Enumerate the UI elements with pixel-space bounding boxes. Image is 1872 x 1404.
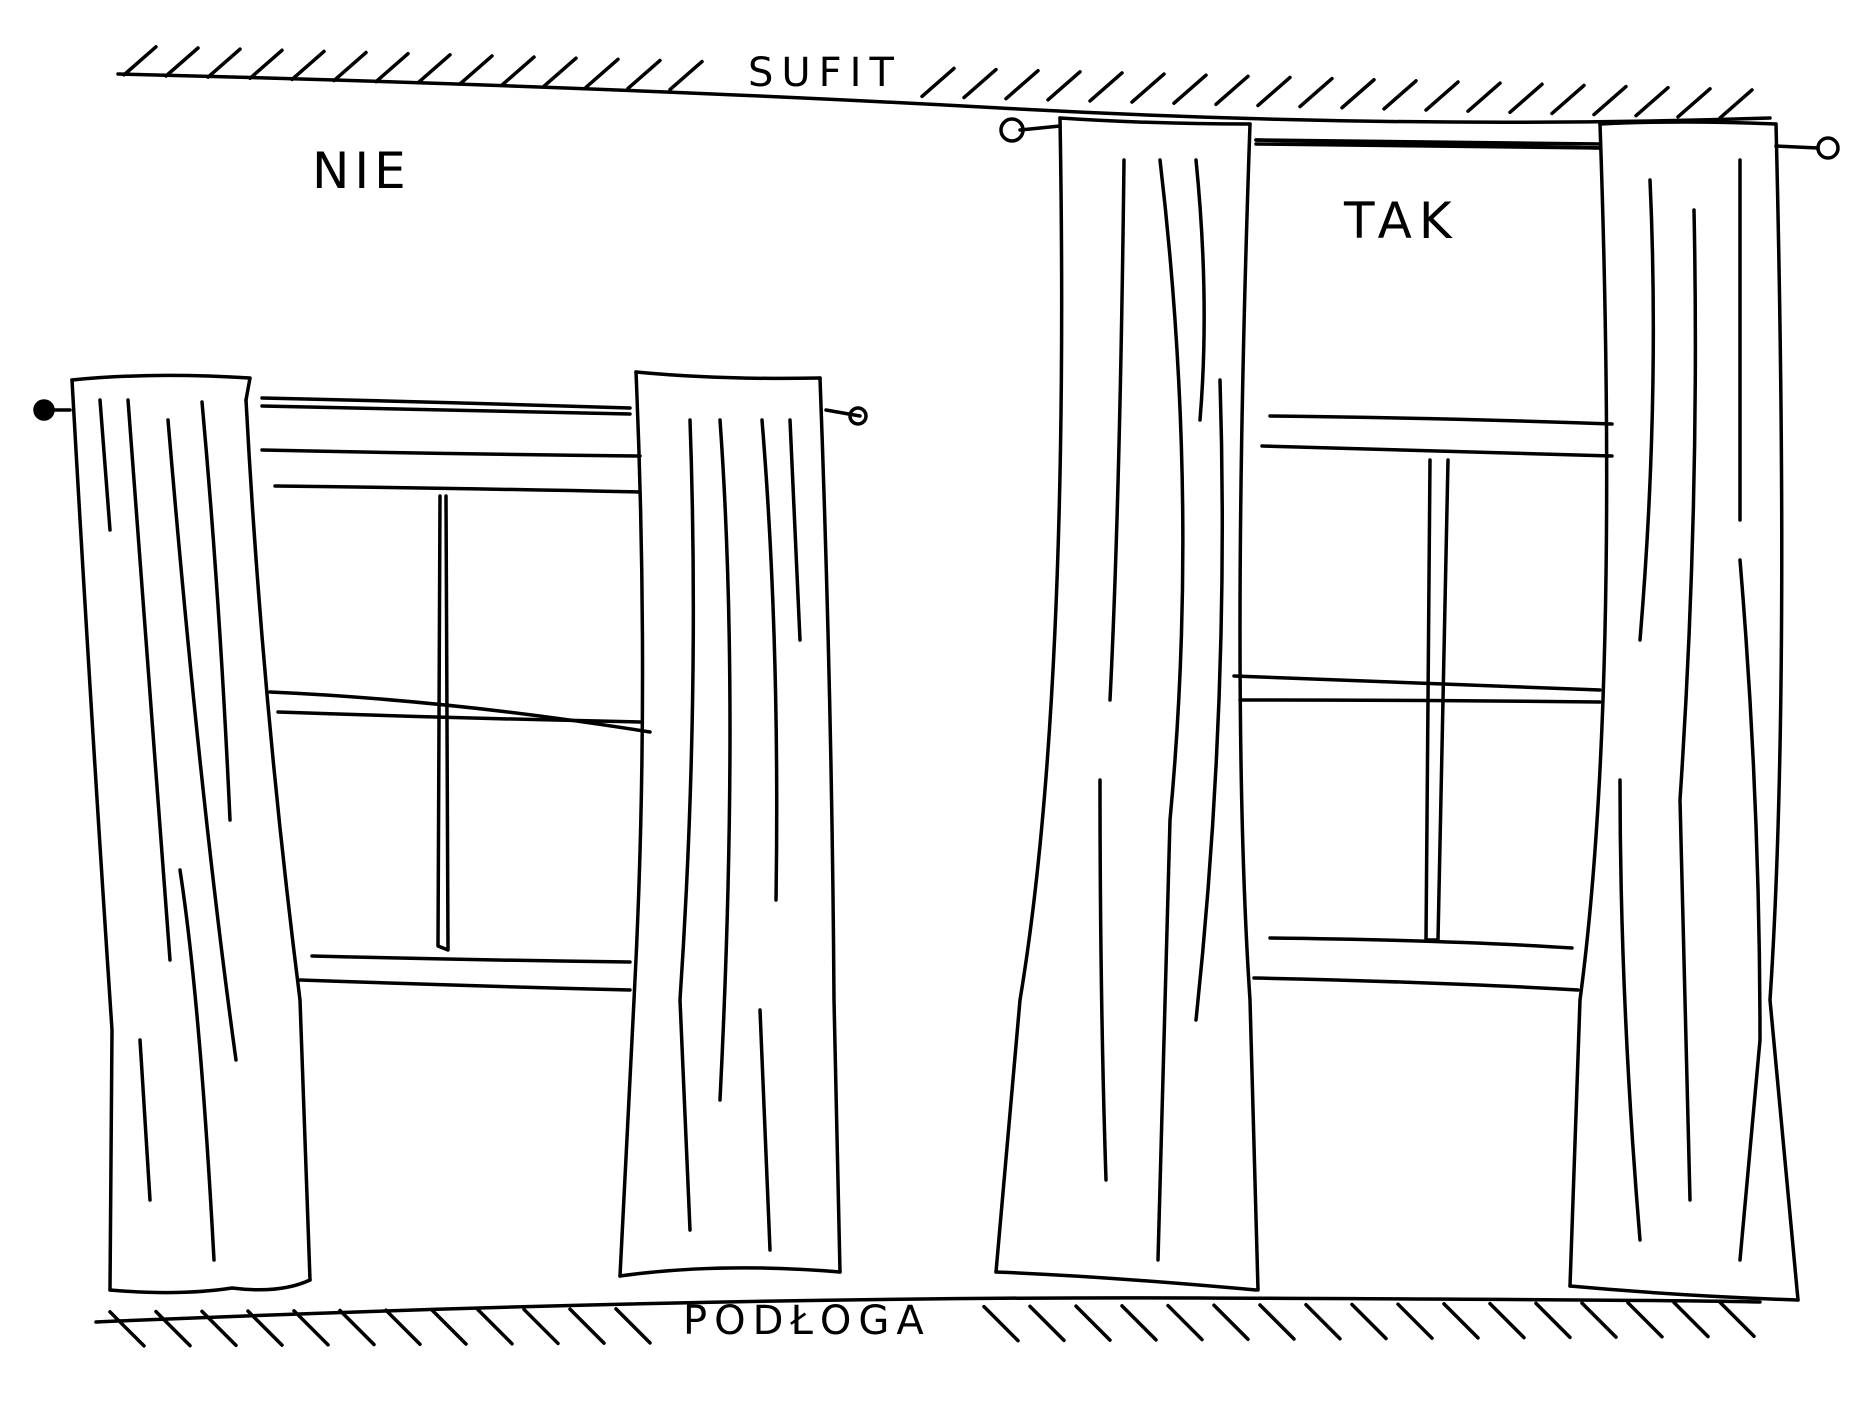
floor-hatch-mark (1442, 1302, 1480, 1340)
floor-hatch-mark (1626, 1301, 1664, 1339)
ceiling-hatch-mark (1382, 79, 1418, 111)
ceiling-hatch-mark (1466, 81, 1502, 113)
floor-hatch-mark (1166, 1303, 1204, 1342)
ceiling-hatch-mark (1298, 76, 1334, 109)
ceiling-hatch-mark (122, 45, 158, 77)
yes-label: TAK (1344, 192, 1459, 250)
ceiling-hatch-mark (584, 57, 620, 90)
ceiling-hatch-mark (332, 50, 368, 83)
ceiling-hatch-mark (1508, 82, 1544, 115)
floor-hatch-mark (1074, 1304, 1112, 1342)
ceiling-hatch-mark (1130, 72, 1166, 104)
curtain-no-left (70, 373, 312, 1295)
floor-hatch-mark (476, 1307, 514, 1346)
floor-hatch-mark (1212, 1303, 1250, 1342)
floor-hatch-mark (1028, 1304, 1066, 1343)
ceiling-hatch-mark (1550, 83, 1586, 116)
floor-hatch-mark (1488, 1301, 1526, 1340)
floor-hatch-mark (384, 1308, 422, 1347)
ceiling-hatch-mark (1718, 88, 1754, 120)
floor-hatch-mark (1350, 1302, 1388, 1341)
floor-hatching (108, 1300, 1756, 1348)
ceiling-hatch-mark (374, 51, 410, 84)
ceiling-hatch-mark (920, 66, 956, 99)
ceiling-line (116, 72, 1772, 124)
ceiling-hatch-mark (458, 54, 494, 86)
ceiling-hatch-mark (1634, 85, 1670, 118)
ceiling-hatch-mark (1424, 80, 1460, 112)
rod-finial-right-no (848, 406, 868, 426)
ceiling-label: SUFIT (748, 50, 902, 96)
floor-hatch-mark (1580, 1301, 1618, 1339)
window-no (33, 396, 868, 992)
floor-hatch-mark (1396, 1302, 1434, 1340)
ceiling (116, 45, 1772, 124)
window-yes (999, 117, 1840, 992)
ceiling-hatching (122, 45, 1754, 120)
ceiling-hatch-mark (1172, 73, 1208, 105)
ceiling-hatch-mark (1004, 68, 1040, 101)
ceiling-hatch-mark (1214, 74, 1250, 107)
curtain-yes-left (994, 116, 1260, 1292)
floor-hatch-mark (154, 1309, 192, 1348)
curtain-rod-yes (1254, 138, 1602, 150)
ceiling-hatch-mark (1256, 75, 1292, 108)
ceiling-hatch-mark (290, 49, 326, 82)
floor-hatch-mark (1258, 1303, 1296, 1341)
floor-label: PODŁOGA (683, 1298, 931, 1344)
floor-hatch-mark (292, 1309, 330, 1347)
curtain-rod-no (260, 396, 632, 410)
ceiling-hatch-mark (626, 58, 662, 91)
ceiling-hatch-mark (1676, 87, 1712, 119)
ceiling-hatch-mark (1592, 84, 1628, 117)
floor-hatch-mark (246, 1309, 284, 1347)
curtain-yes-right (1568, 120, 1800, 1302)
ceiling-hatch-mark (1046, 70, 1082, 102)
floor-hatch-mark (108, 1310, 146, 1348)
floor-hatch-mark (614, 1307, 652, 1345)
no-label: NIE (312, 142, 411, 200)
floor-hatch-mark (982, 1304, 1020, 1343)
ceiling-hatch-mark (248, 48, 284, 81)
ceiling-hatch-mark (1340, 78, 1376, 110)
floor-hatch-mark (430, 1308, 468, 1346)
ceiling-hatch-mark (164, 46, 200, 78)
floor-hatch-mark (522, 1307, 560, 1346)
curtain-no-right (618, 370, 842, 1278)
ceiling-hatch-mark (416, 53, 452, 85)
floor-hatch-mark (1304, 1302, 1342, 1341)
ceiling-hatch-mark (1088, 71, 1124, 103)
ceiling-hatch-mark (668, 59, 704, 92)
floor-hatch-mark (338, 1308, 376, 1347)
ceiling-hatch-mark (542, 56, 578, 88)
floor-hatch-mark (1120, 1304, 1158, 1342)
floor (94, 1296, 1762, 1348)
floor-line (94, 1296, 1762, 1324)
ceiling-hatch-mark (962, 67, 998, 100)
floor-hatch-mark (1718, 1300, 1756, 1339)
floor-hatch-mark (1672, 1300, 1710, 1339)
floor-hatch-mark (200, 1309, 238, 1348)
floor-hatch-mark (1534, 1301, 1572, 1340)
ceiling-hatch-mark (206, 47, 242, 79)
rod-finial-right-yes (1816, 136, 1840, 160)
ceiling-hatch-mark (500, 55, 536, 87)
floor-hatch-mark (568, 1307, 606, 1345)
